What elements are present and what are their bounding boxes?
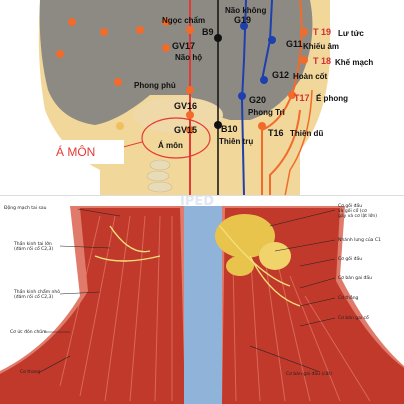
- acupoint-dot: [114, 78, 122, 86]
- label-splenius: Cơ gối đầu và gối cổ (cơ gáy và cơ lật l…: [338, 204, 378, 219]
- acupoint-dot: [186, 126, 194, 134]
- panel-divider: [0, 195, 404, 196]
- label-great-auricular-nerve: Thần kinh tai lớn (đám rối cổ C2,3): [14, 242, 54, 252]
- label-t18: T 18: [313, 56, 332, 66]
- label-semispinalis-capitis-cut: Cơ bán gai đầu (cắt): [286, 372, 332, 377]
- acupoint-dot: [288, 91, 296, 99]
- acupoint-dot: [56, 50, 64, 58]
- label-ngoc-cham: Ngọc chẩm: [162, 16, 206, 25]
- label-khe-mach: Khế mạch: [335, 58, 374, 67]
- acupoint-dot: [300, 56, 308, 64]
- acupoint-dot: [300, 28, 308, 36]
- acupoint-dot: [162, 18, 170, 26]
- label-rectus: Cơ thẳng: [338, 296, 359, 301]
- label-b10: B10: [221, 124, 238, 134]
- label-nao-khong: Não không: [225, 6, 267, 15]
- label-g20: G20: [249, 95, 267, 105]
- label-t19: T 19: [313, 27, 332, 37]
- label-t17: T17: [294, 93, 310, 103]
- label-t16: T16: [268, 128, 284, 138]
- acupoint-dot: [186, 111, 194, 119]
- label-a-mon-highlight: Á MÔN: [56, 145, 96, 159]
- watermark-text: IPED: [180, 196, 215, 209]
- acupoint-dot: [258, 122, 266, 130]
- acupoint-dot: [68, 18, 76, 26]
- acupoint-dot: [186, 86, 194, 94]
- label-gv16: GV16: [174, 101, 198, 111]
- acupoint-dot: [162, 44, 170, 52]
- label-semispinalis-capitis: Cơ bán gai đầu: [338, 276, 372, 281]
- neck-muscles-drawing: [0, 196, 404, 404]
- label-gv17: GV17: [172, 41, 196, 51]
- label-splenius-capitis: Cơ gối đầu: [338, 257, 363, 262]
- label-khieu-am: Khiếu âm: [303, 42, 340, 51]
- label-g19: G19: [234, 15, 252, 25]
- label-a-mon-small: Á môn: [158, 141, 183, 150]
- acupoint-dot: [186, 26, 194, 34]
- label-g12: G12: [272, 70, 290, 80]
- label-thien-tru: Thiên trụ: [219, 137, 254, 146]
- label-trapezius: Cơ thang: [20, 370, 41, 375]
- label-gv15: GV15: [174, 125, 198, 135]
- label-sternocleidomastoid: Cơ ức đòn chũm: [10, 330, 47, 335]
- acupoint-head-illustration: Ngọc chẩm Não không B9 G19 T 19 Lư tức G…: [0, 0, 404, 196]
- label-dorsal-branch-c1: Nhánh lưng của C1: [338, 238, 381, 243]
- acupoint-dot: [136, 26, 144, 34]
- label-lesser-occipital-nerve: Thần kinh chẩm nhỏ (đám rối cổ C2,3): [14, 290, 60, 300]
- label-e-phong: Ế phong: [316, 94, 348, 103]
- label-g11: G11: [286, 39, 303, 49]
- acupoint-dot: [100, 28, 108, 36]
- label-thien-du: Thiên dũ: [290, 129, 324, 138]
- label-semispinalis-cervicis: Cơ bán gai cổ: [338, 316, 369, 321]
- label-phong-phu: Phong phủ: [134, 81, 176, 90]
- label-hoan-cot: Hoàn cốt: [293, 72, 328, 81]
- label-phong-tri: Phong Trì: [248, 108, 285, 117]
- neck-anatomy-illustration: IPED Động mạch tai sau Thần kinh tai lớn…: [0, 196, 404, 404]
- label-b9: B9: [202, 27, 214, 37]
- label-luc-tuc: Lư tức: [338, 29, 364, 38]
- acupoint-dot: [116, 122, 124, 130]
- label-nao-ho: Não hộ: [175, 53, 203, 62]
- head-back-drawing: [0, 0, 404, 196]
- label-posterior-auricular-artery: Động mạch tai sau: [4, 206, 47, 211]
